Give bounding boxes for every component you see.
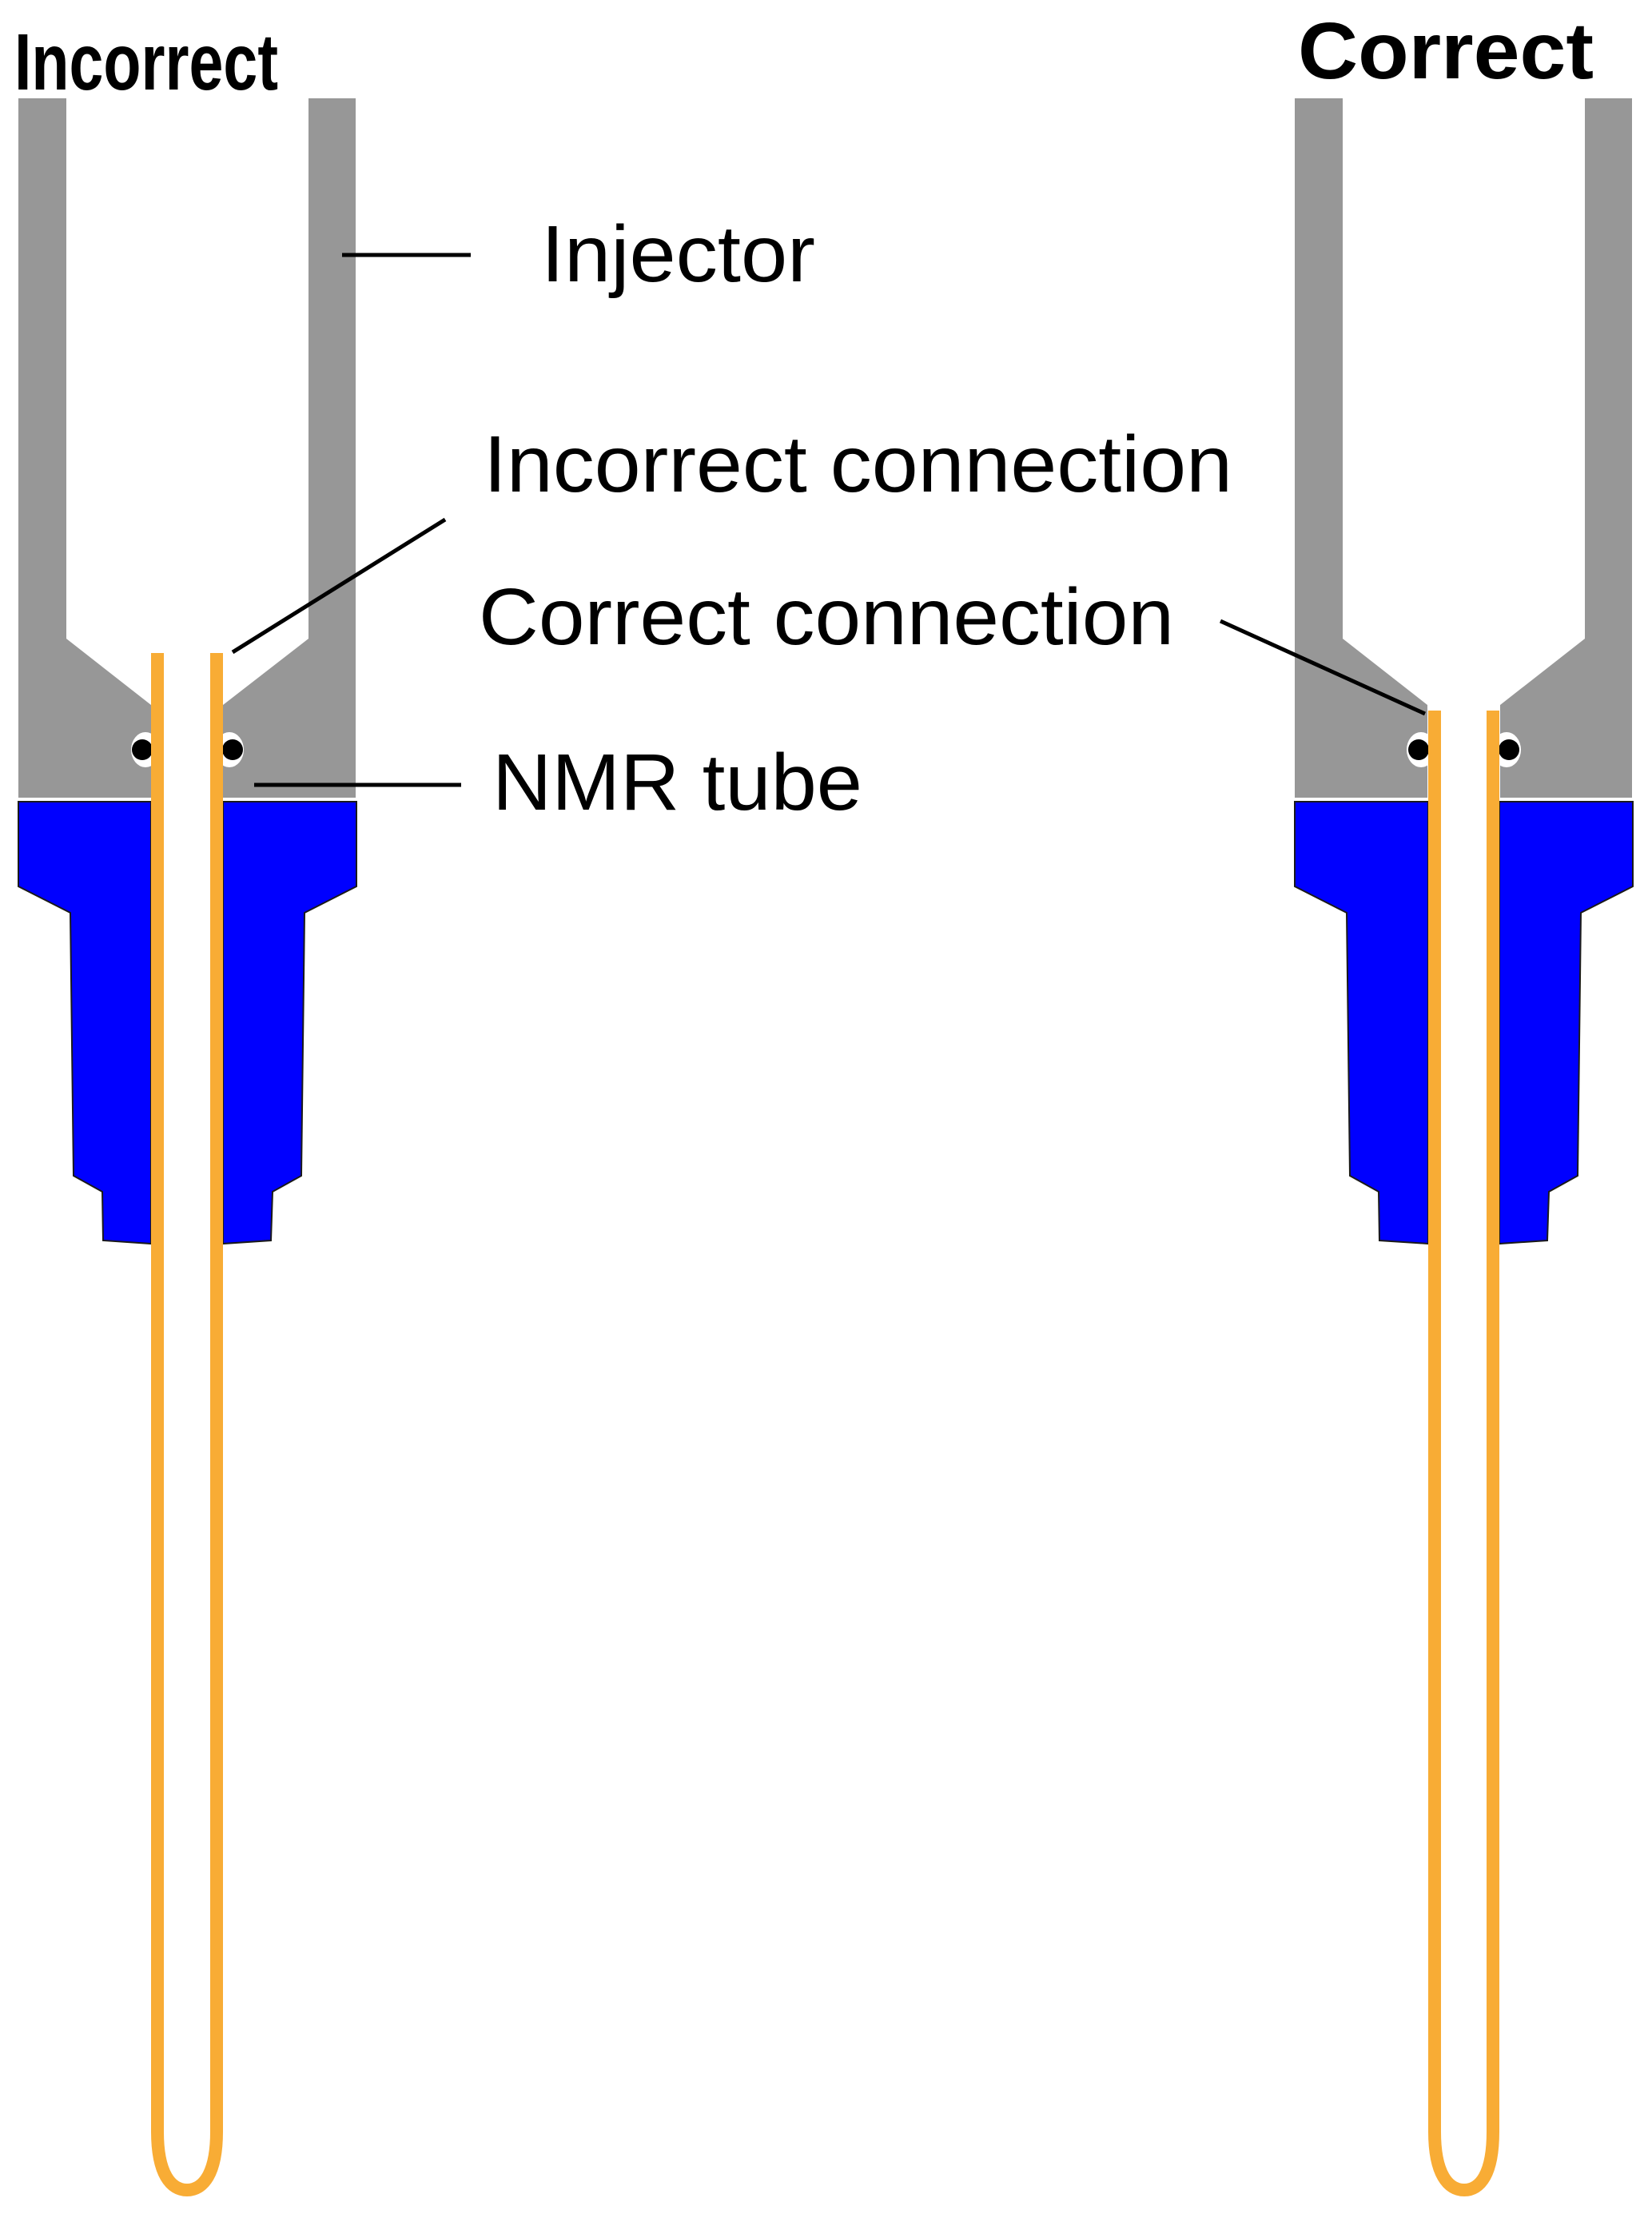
correct-assembly: Correct — [1219, 6, 1634, 2197]
incorrect-title: Incorrect — [14, 18, 278, 107]
correct-connection-leader-line — [1219, 619, 1427, 716]
nmr-tube-label: NMR tube — [492, 738, 862, 827]
nmr-tube-incorrect — [151, 653, 223, 2197]
nmr-tube-correct — [1428, 711, 1499, 2197]
incorrect-connection-label: Incorrect connection — [484, 420, 1232, 509]
correct-connection-label: Correct connection — [479, 572, 1174, 662]
injector-body-incorrect — [18, 98, 356, 798]
incorrect-assembly: Incorrect — [14, 18, 471, 2197]
injector-label: Injector — [541, 209, 815, 299]
incorrect-connection-leader-line — [231, 517, 447, 655]
tube-holder-correct — [1294, 801, 1634, 1245]
correct-title: Correct — [1298, 6, 1594, 96]
tube-holder-incorrect — [18, 801, 357, 1245]
injector-body-correct — [1295, 98, 1632, 798]
